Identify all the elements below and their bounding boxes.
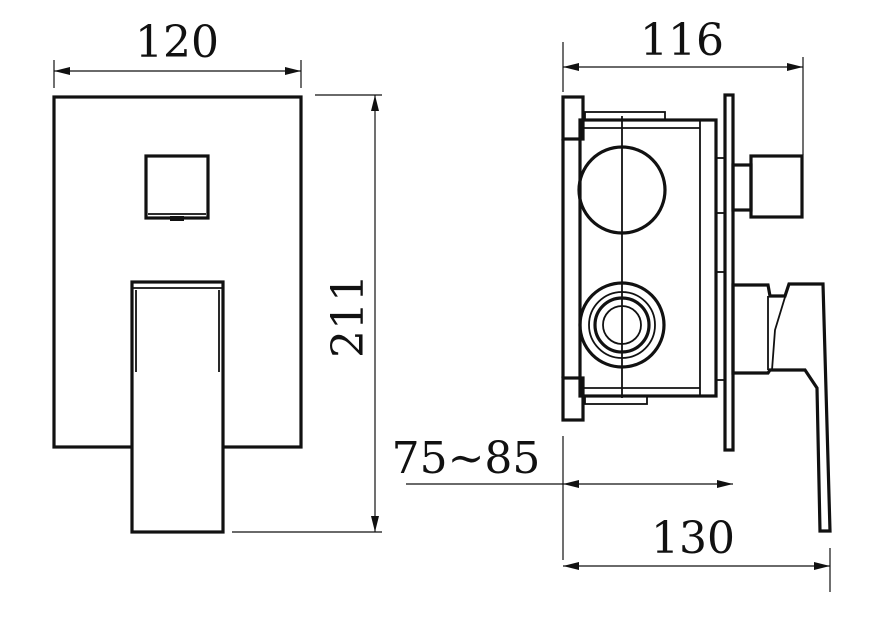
side-view: 116 75~85 130 (392, 15, 832, 592)
front-view: 120 211 (52, 17, 382, 534)
dimension-116: 116 (562, 15, 804, 155)
mounting-flange-bottom (561, 376, 585, 422)
spacer-upper (715, 157, 726, 214)
lever-side-detail-2 (771, 283, 790, 371)
lower-cartridge-port (578, 281, 666, 369)
top-lug (584, 111, 666, 121)
diverter-knob-cap (749, 154, 804, 219)
lever-handle-front (130, 280, 225, 534)
wall-plate-edge (723, 93, 735, 452)
upper-outlet-port (577, 145, 667, 235)
width-dimension-label: 120 (135, 17, 219, 68)
dimension-75-85: 75~85 (392, 433, 733, 560)
mounting-flange-top (561, 95, 585, 141)
cartridge-ring-2 (593, 296, 651, 354)
dimension-120: 120 (53, 17, 302, 88)
knob-tab (170, 216, 184, 221)
dimension-211: 211 (232, 94, 382, 533)
diverter-knob-side (731, 163, 753, 212)
cartridge-ring-1 (588, 291, 656, 359)
dimension-130: 130 (563, 513, 831, 592)
lever-handle-side (731, 282, 832, 533)
bottom-lug (584, 395, 648, 405)
diverter-knob (144, 154, 210, 220)
total-depth-dimension-label: 130 (651, 513, 735, 564)
spacer-lower (715, 271, 726, 381)
cartridge-ring-3 (602, 305, 642, 345)
valve-body-box (578, 118, 718, 398)
depth-dimension-label: 116 (640, 15, 724, 66)
wall-depth-dimension-label: 75~85 (392, 433, 541, 484)
height-dimension-label: 211 (323, 274, 374, 358)
